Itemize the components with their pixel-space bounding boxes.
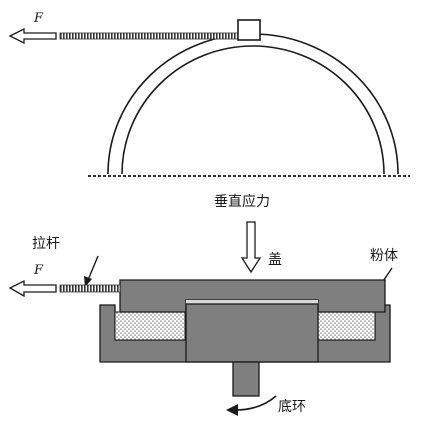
powder-left (114, 311, 186, 341)
force-arrow-bottom (8, 279, 57, 298)
lid-gap (186, 300, 318, 304)
force-label-bottom: F (33, 263, 44, 278)
pull-rod-label: 拉杆 (32, 236, 60, 252)
rotation-arrow (226, 395, 277, 416)
force-arrow-top (8, 27, 57, 45)
force-label-top: F (33, 11, 44, 26)
powder-right (317, 311, 376, 341)
pull-rod-top (59, 32, 239, 40)
outer-ring-arc (107, 33, 399, 175)
pull-rod-pointer (84, 255, 99, 287)
base-ring-label: 底环 (278, 399, 306, 415)
inner-ring-arc (121, 45, 385, 175)
center-boss (185, 303, 319, 363)
section-view-diagram: 垂直应力 盖 拉杆 粉体 (8, 193, 398, 416)
pull-rod-bottom (59, 284, 121, 293)
vertical-stress-arrow (240, 221, 262, 274)
lid-label: 盖 (268, 252, 282, 268)
ring-clamp (237, 19, 261, 41)
vertical-stress-label: 垂直应力 (214, 193, 270, 210)
top-view-diagram: F (8, 11, 410, 177)
bottom-stem (232, 361, 260, 397)
powder-label: 粉体 (370, 248, 398, 264)
